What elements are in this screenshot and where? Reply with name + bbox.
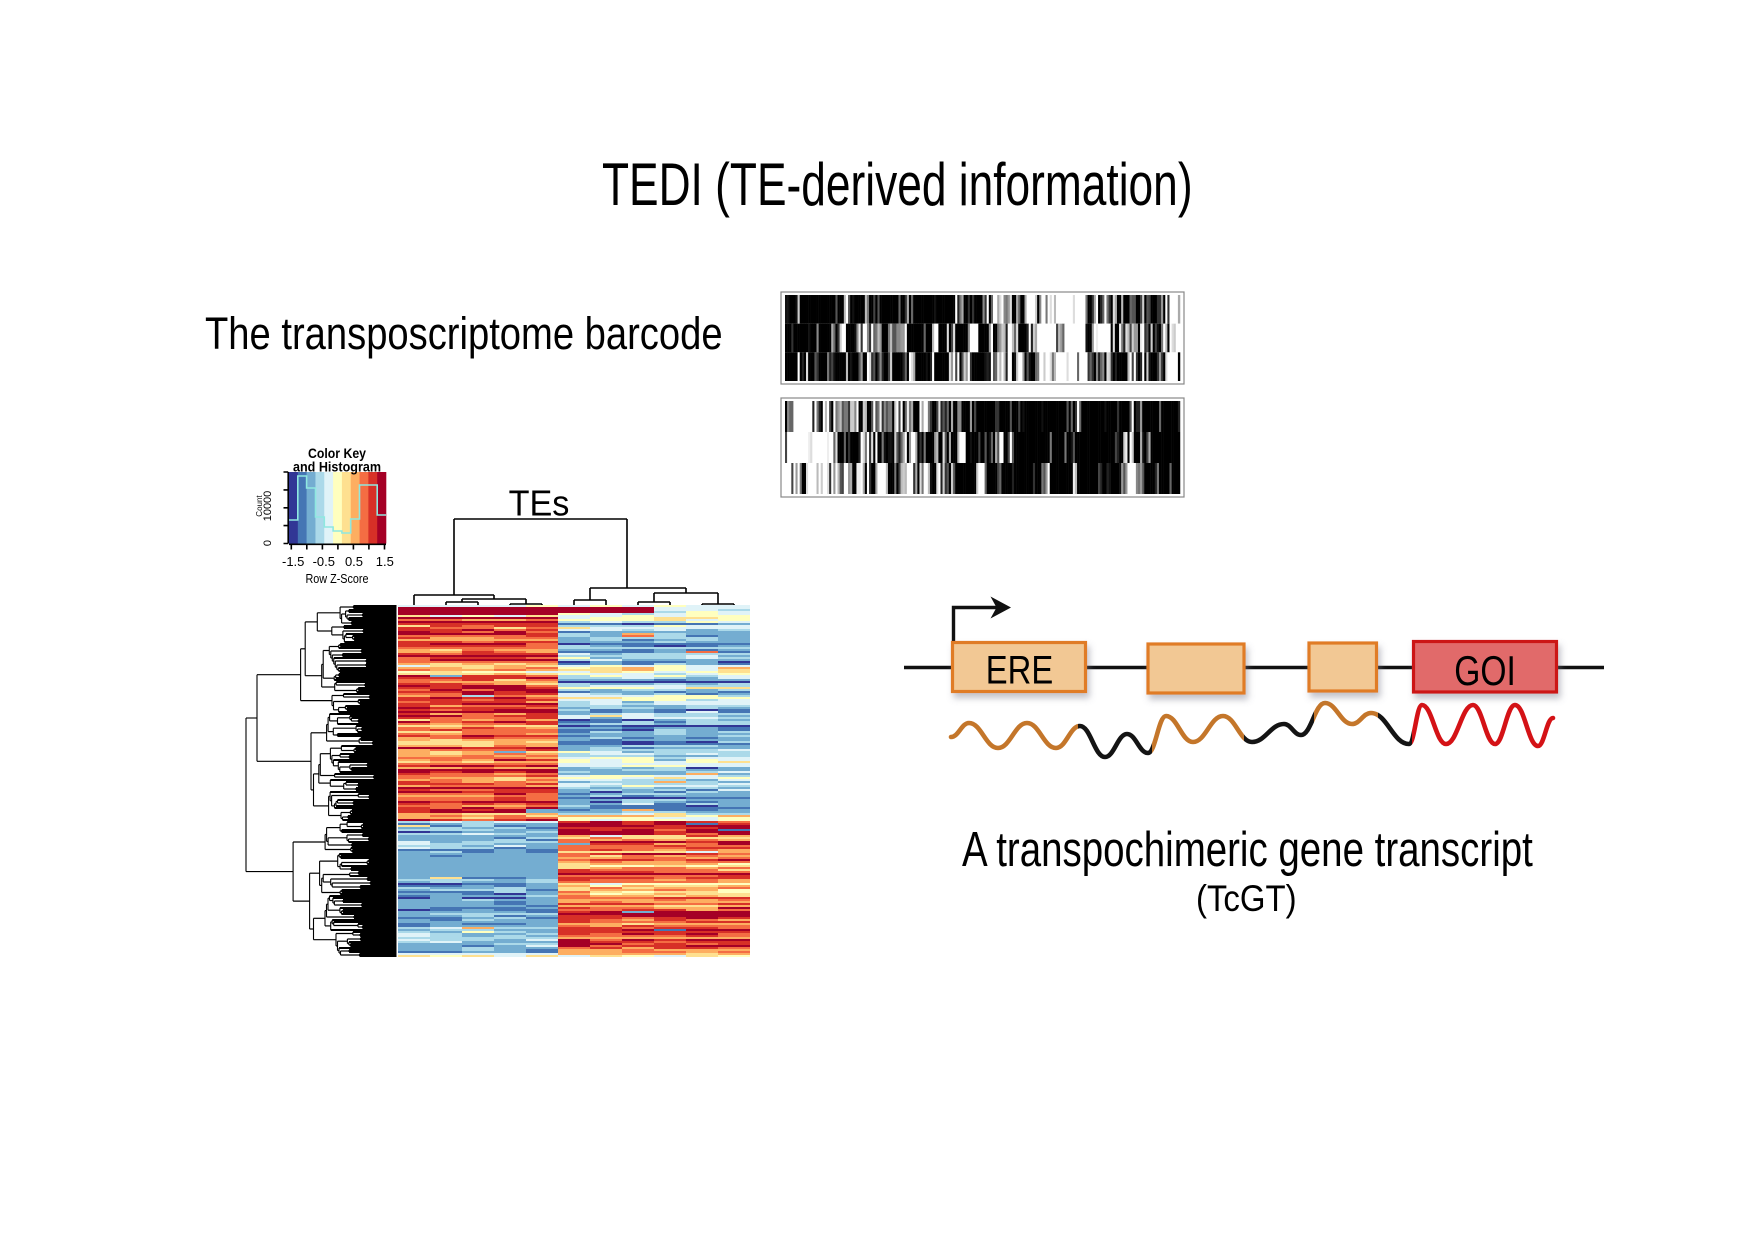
- svg-text:ERE: ERE: [986, 648, 1053, 693]
- svg-text:-1.5: -1.5: [282, 554, 304, 569]
- svg-text:Color Key: Color Key: [308, 446, 366, 461]
- svg-text:1.5: 1.5: [376, 554, 394, 569]
- svg-text:Row Z-Score: Row Z-Score: [306, 571, 369, 586]
- svg-text:0.5: 0.5: [345, 554, 363, 569]
- svg-text:-0.5: -0.5: [313, 554, 335, 569]
- svg-text:and Histogram: and Histogram: [293, 460, 381, 475]
- svg-text:10000: 10000: [262, 491, 274, 522]
- svg-text:0: 0: [262, 540, 274, 546]
- svg-text:TEs: TEs: [509, 484, 570, 524]
- svg-text:Count: Count: [255, 495, 264, 517]
- svg-text:GOI: GOI: [1454, 649, 1516, 695]
